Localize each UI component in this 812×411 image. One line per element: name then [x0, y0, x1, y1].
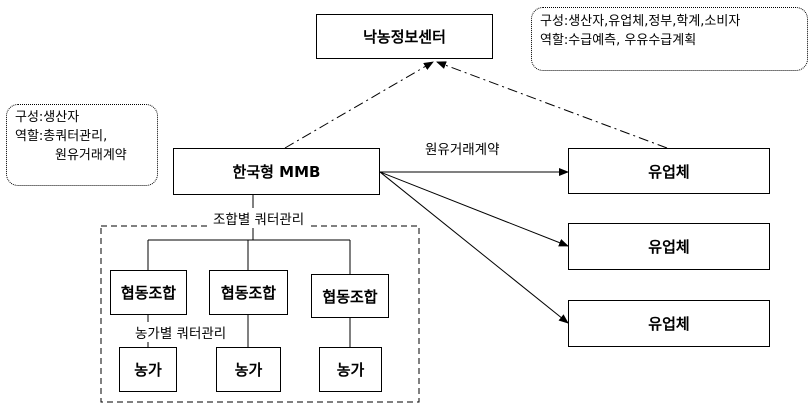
mmb-box: 한국형 MMB	[173, 148, 380, 195]
dairy-company-box-2: 유업체	[568, 223, 770, 270]
coop-label-1: 협동조합	[120, 284, 177, 302]
mmb-note-role: 역할:총쿼터관리,	[15, 129, 108, 144]
cooperative-group-frame	[100, 225, 420, 403]
dairy-company-label-3: 유업체	[648, 315, 690, 333]
farm-label-1: 농가	[134, 361, 162, 379]
mmb-note-role-cont: 원유거래계약	[55, 148, 127, 163]
coop-label-2: 협동조합	[220, 284, 277, 302]
dairy-company-box-1: 유업체	[568, 148, 770, 194]
mmb-note: 구성:생산자 역할:총쿼터관리, 원유거래계약	[6, 104, 158, 186]
farm-box-3: 농가	[319, 347, 382, 392]
mmb-company2-arrow	[370, 164, 569, 247]
farm-box-2: 농가	[216, 347, 281, 392]
mmb-company3-arrow	[370, 163, 569, 324]
farm-label-2: 농가	[234, 361, 263, 379]
center-note: 구성:생산자,유업체,정부,학계,소비자 역할:수급예측, 우유수급계획	[531, 7, 808, 71]
contract-label: 원유거래계약	[425, 142, 500, 158]
center-note-composition: 구성:생산자,유업체,정부,학계,소비자	[540, 14, 741, 29]
union-quota-label: 조합별 쿼터관리	[210, 208, 308, 228]
info-center-label: 낙농정보센터	[363, 28, 446, 46]
coop-box-3: 협동조합	[311, 274, 389, 318]
coop-box-2: 협동조합	[209, 270, 288, 315]
farm-quota-label: 농가별 쿼터관리	[132, 322, 230, 342]
mmb-note-composition: 구성:생산자	[15, 110, 80, 125]
mmb-to-center-line	[284, 61, 434, 149]
dairy-company-label-1: 유업체	[648, 162, 690, 181]
farm-box-1: 농가	[119, 347, 177, 392]
center-note-role: 역할:수급예측, 우유수급계획	[540, 33, 697, 48]
info-center-box: 낙농정보센터	[316, 14, 493, 59]
farm-label-3: 농가	[336, 361, 365, 379]
mmb-label: 한국형 MMB	[232, 163, 321, 181]
dairy-company-label-2: 유업체	[648, 238, 690, 256]
coop-box-1: 협동조합	[110, 270, 187, 315]
company-to-center-line	[436, 61, 668, 149]
dairy-company-box-3: 유업체	[568, 300, 770, 347]
coop-label-3: 협동조합	[322, 287, 378, 306]
